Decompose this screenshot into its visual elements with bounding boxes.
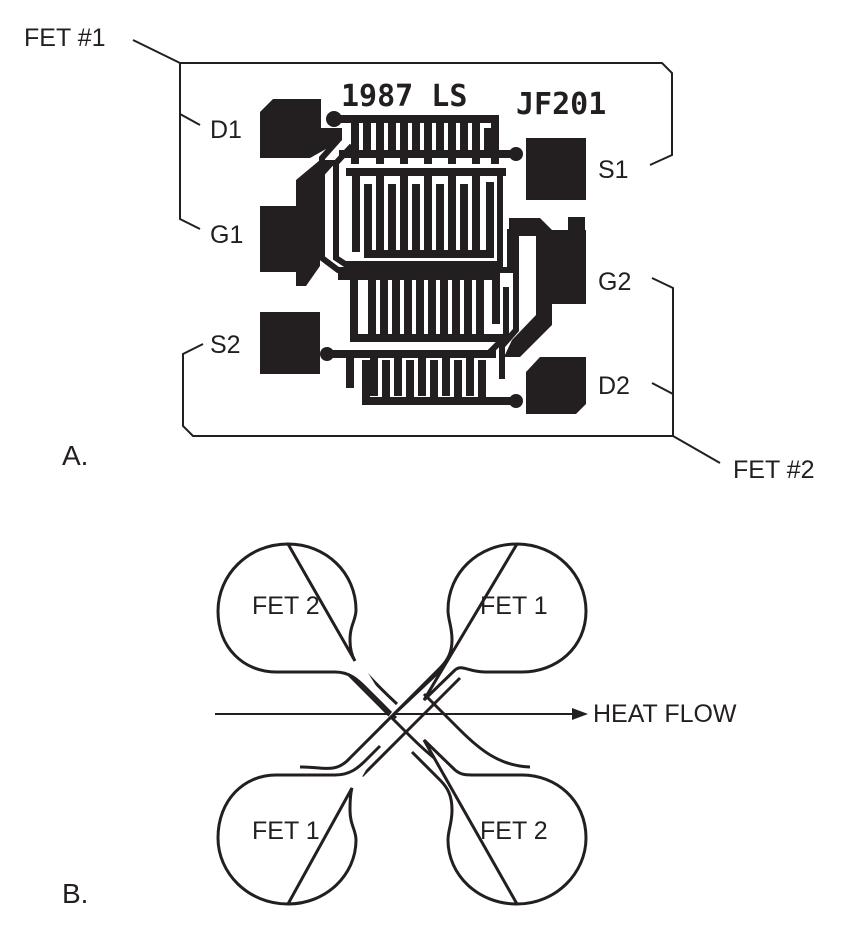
bottom-comb-source	[323, 350, 496, 396]
fet1-label: FET #1	[24, 24, 106, 52]
fet1-leader	[132, 39, 181, 64]
top-comb-drain	[339, 122, 520, 158]
fet1-g1-tick	[179, 114, 201, 230]
fet1-outline	[180, 62, 673, 166]
pad-g2-marker	[568, 217, 585, 237]
pin-label-d2: D2	[598, 372, 630, 400]
mid-upper-comb-b	[364, 182, 494, 258]
fet2-g2-tick	[651, 277, 674, 436]
route-right-outer	[499, 229, 519, 379]
panel-a: 1987 LS JF201 FET #1 FET #2 D1 G1 S2 S1 …	[24, 24, 815, 484]
lobe-top-right	[378, 542, 588, 730]
fet2-outline	[182, 343, 673, 437]
pad-g1	[260, 160, 338, 286]
top-comb-source	[330, 115, 499, 164]
route-left-outer	[319, 135, 513, 273]
mid-lower-comb-b	[338, 272, 500, 334]
pad-s2	[260, 312, 320, 374]
route-left-inner	[333, 143, 503, 267]
fet-lobes	[216, 542, 588, 906]
route-right-inner	[485, 287, 509, 357]
pad-d2	[526, 357, 586, 414]
chip-marking-part: JF201	[516, 87, 606, 122]
pin-label-g1: G1	[210, 221, 243, 249]
pad-g2	[504, 218, 586, 357]
fet2-bracket	[182, 277, 721, 464]
arm-tr-bl	[299, 665, 462, 778]
lobe-top-left	[216, 542, 398, 720]
panel-b-label: B.	[62, 878, 88, 909]
pad-s1	[526, 138, 586, 200]
interdigitated-traces	[319, 115, 520, 405]
chip-marking-date: 1987 LS	[341, 79, 467, 114]
bottom-comb-drain	[362, 360, 520, 405]
mid-upper-comb-a	[346, 168, 506, 252]
pad-d1	[260, 99, 342, 158]
fet2-leader	[672, 435, 721, 464]
lobe-label-bottom-right: FET 2	[480, 817, 548, 845]
lobe-label-bottom-left: FET 1	[252, 817, 320, 845]
lobe-label-top-left: FET 2	[252, 592, 320, 620]
fet2-label: FET #2	[733, 456, 815, 484]
heat-flow-label: HEAT FLOW	[593, 700, 737, 728]
pin-label-s2: S2	[210, 331, 241, 359]
lobe-label-top-right: FET 1	[480, 592, 548, 620]
heat-flow-arrowhead-icon	[572, 708, 588, 720]
pin-label-s1: S1	[598, 156, 629, 184]
pin-label-g2: G2	[598, 268, 631, 296]
fet1-bracket	[132, 39, 673, 230]
fet1-d1-tick	[179, 63, 201, 126]
fet2-d2-tick	[651, 382, 674, 395]
lobe-bottom-left	[216, 744, 382, 906]
pin-label-d1: D1	[210, 116, 242, 144]
mid-lower-comb-a	[350, 276, 504, 342]
panel-b: FET 2 FET 1 FET 1 FET 2 HEAT FLOW B.	[62, 542, 737, 909]
panel-a-label: A.	[62, 440, 88, 471]
bond-pads	[260, 99, 586, 414]
lobe-bottom-right	[410, 738, 588, 906]
